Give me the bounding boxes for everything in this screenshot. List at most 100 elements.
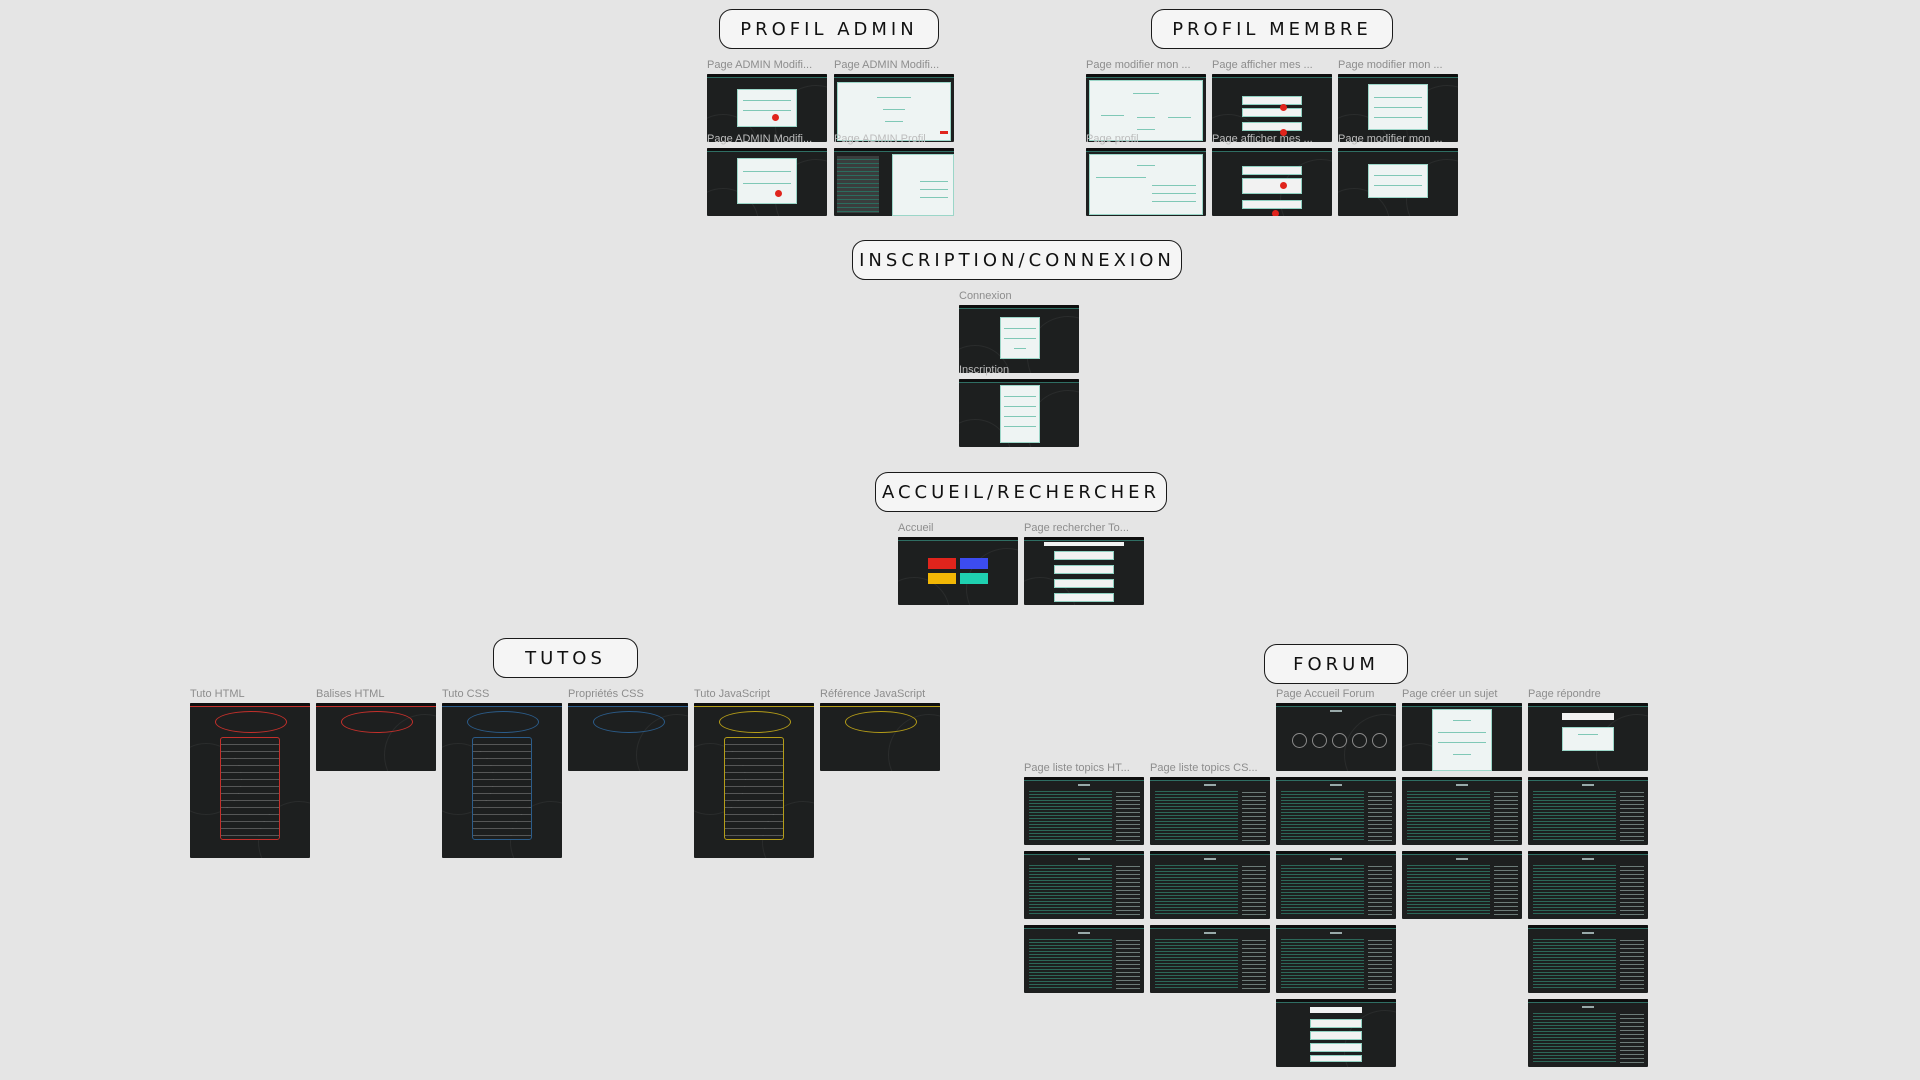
frame-forum-liste-html[interactable]: Page liste topics HT... xyxy=(1024,762,1144,845)
frame-rechercher-tuto[interactable]: Page rechercher To... xyxy=(1024,522,1144,605)
frame-thumbnail xyxy=(190,703,310,858)
frame-label: Balises HTML xyxy=(316,688,385,700)
frame-tuto-javascript[interactable]: Tuto JavaScript xyxy=(694,688,814,858)
frame-thumbnail xyxy=(707,74,827,142)
frame-thumbnail xyxy=(1402,777,1522,845)
frame-admin-modifier-1[interactable]: Page ADMIN Modifi... xyxy=(707,59,827,142)
frame-forum-autres-tutos[interactable] xyxy=(1528,999,1648,1067)
frame-forum-guide-javascript[interactable] xyxy=(1528,925,1648,993)
frame-forum-guide-html-css[interactable] xyxy=(1528,851,1648,919)
section-title-accueil-rechercher: ACCUEIL/RECHERCHER xyxy=(875,472,1167,512)
frame-thumbnail xyxy=(1024,851,1144,919)
frame-label: Inscription xyxy=(959,364,1010,376)
frame-thumbnail xyxy=(1402,851,1522,919)
frame-thumbnail xyxy=(1276,851,1396,919)
frame-connexion[interactable]: Connexion xyxy=(959,290,1079,373)
frame-label: Page rechercher To... xyxy=(1024,522,1129,534)
frame-membre-modifier-1[interactable]: Page modifier mon ... xyxy=(1086,59,1206,142)
frame-thumbnail xyxy=(316,703,436,771)
frame-thumbnail xyxy=(1024,537,1144,605)
frame-thumbnail xyxy=(442,703,562,858)
frame-label: Page liste topics HT... xyxy=(1024,762,1130,774)
frame-thumbnail xyxy=(1150,925,1270,993)
frame-thumbnail xyxy=(1338,74,1458,142)
frame-label: Page ADMIN Modifi... xyxy=(707,59,813,71)
frame-label: Page liste topics CS... xyxy=(1150,762,1258,774)
frame-forum-tuto-js-membres[interactable] xyxy=(1276,851,1396,919)
frame-label: Tuto JavaScript xyxy=(694,688,771,700)
frame-label: Page créer un sujet xyxy=(1402,688,1498,700)
frame-inscription[interactable]: Inscription xyxy=(959,364,1079,447)
frame-label: Page ADMIN Modifi... xyxy=(834,59,940,71)
frame-label: Page Accueil Forum xyxy=(1276,688,1375,700)
frame-forum-tuto-css-membres[interactable] xyxy=(1150,851,1270,919)
frame-thumbnail xyxy=(1024,777,1144,845)
frame-membre-afficher-1[interactable]: Page afficher mes ... xyxy=(1212,59,1332,142)
frame-forum-poser-question-3[interactable] xyxy=(1276,925,1396,993)
frame-thumbnail xyxy=(1528,925,1648,993)
frame-label: Page profil xyxy=(1086,133,1139,145)
frame-label: Page répondre xyxy=(1528,688,1601,700)
frame-admin-modifier-2[interactable]: Page ADMIN Modifi... xyxy=(834,59,954,142)
frame-thumbnail xyxy=(834,74,954,142)
frame-reference-javascript[interactable]: Référence JavaScript xyxy=(820,688,940,771)
frame-label: Page afficher mes ... xyxy=(1212,59,1313,71)
frame-forum-creer-sujet[interactable]: Page créer un sujet xyxy=(1402,688,1522,771)
frame-forum-recherche[interactable] xyxy=(1276,999,1396,1067)
frame-label: Tuto CSS xyxy=(442,688,490,700)
frame-membre-afficher-2[interactable]: Page afficher mes ... xyxy=(1212,133,1332,216)
frame-membre-modifier-2[interactable]: Page modifier mon ... xyxy=(1338,59,1458,142)
frame-forum-poser-question-1[interactable] xyxy=(1024,925,1144,993)
frame-label: Référence JavaScript xyxy=(820,688,926,700)
frame-thumbnail xyxy=(1212,74,1332,142)
frame-forum-liste-divers[interactable] xyxy=(1528,777,1648,845)
frame-thumbnail xyxy=(1402,703,1522,771)
frame-forum-accueil[interactable]: Page Accueil Forum xyxy=(1276,688,1396,771)
section-title-tutos: TUTOS xyxy=(493,638,638,678)
frame-thumbnail xyxy=(1212,148,1332,216)
frame-thumbnail xyxy=(568,703,688,771)
frame-accueil[interactable]: Accueil xyxy=(898,522,1018,605)
frame-membre-modifier-3[interactable]: Page modifier mon ... xyxy=(1338,133,1458,216)
frame-admin-modifier-3[interactable]: Page ADMIN Modifi... xyxy=(707,133,827,216)
frame-thumbnail xyxy=(834,148,954,216)
frame-label: Page afficher mes ... xyxy=(1212,133,1313,145)
frame-thumbnail xyxy=(1276,703,1396,771)
frame-thumbnail xyxy=(707,148,827,216)
frame-tuto-css[interactable]: Tuto CSS xyxy=(442,688,562,858)
frame-thumbnail xyxy=(1276,925,1396,993)
frame-proprietes-css[interactable]: Propriétés CSS xyxy=(568,688,688,771)
frame-label: Tuto HTML xyxy=(190,688,245,700)
frame-thumbnail xyxy=(1528,851,1648,919)
frame-label: Propriétés CSS xyxy=(568,688,644,700)
frame-admin-profil[interactable]: Page ADMIN Profil xyxy=(834,133,954,216)
frame-label: Page modifier mon ... xyxy=(1086,59,1191,71)
frame-forum-reportage[interactable] xyxy=(1402,851,1522,919)
frame-tuto-html[interactable]: Tuto HTML xyxy=(190,688,310,858)
frame-thumbnail xyxy=(1528,777,1648,845)
frame-forum-liste-javascript[interactable] xyxy=(1276,777,1396,845)
frame-thumbnail xyxy=(1086,148,1206,216)
frame-label: Page ADMIN Profil xyxy=(834,133,926,145)
section-title-inscription-connexion: INSCRIPTION/CONNEXION xyxy=(852,240,1182,280)
frame-balises-html[interactable]: Balises HTML xyxy=(316,688,436,771)
frame-forum-poser-question-2[interactable] xyxy=(1150,925,1270,993)
frame-thumbnail xyxy=(1338,148,1458,216)
frame-thumbnail xyxy=(898,537,1018,605)
frame-forum-tuto-html-membres[interactable] xyxy=(1024,851,1144,919)
frame-thumbnail xyxy=(820,703,940,771)
frame-membre-profil[interactable]: Page profil xyxy=(1086,133,1206,216)
frame-forum-liste-css[interactable]: Page liste topics CS... xyxy=(1150,762,1270,845)
frame-thumbnail xyxy=(1024,925,1144,993)
frame-forum-liste-general[interactable] xyxy=(1402,777,1522,845)
section-title-forum: FORUM xyxy=(1264,644,1408,684)
frame-thumbnail xyxy=(1150,777,1270,845)
frame-forum-repondre[interactable]: Page répondre xyxy=(1528,688,1648,771)
frame-label: Page modifier mon ... xyxy=(1338,59,1443,71)
frame-thumbnail xyxy=(1528,999,1648,1067)
frame-thumbnail xyxy=(959,379,1079,447)
frame-thumbnail xyxy=(1276,999,1396,1067)
frame-thumbnail xyxy=(1528,703,1648,771)
section-title-profil-membre: PROFIL MEMBRE xyxy=(1151,9,1393,49)
